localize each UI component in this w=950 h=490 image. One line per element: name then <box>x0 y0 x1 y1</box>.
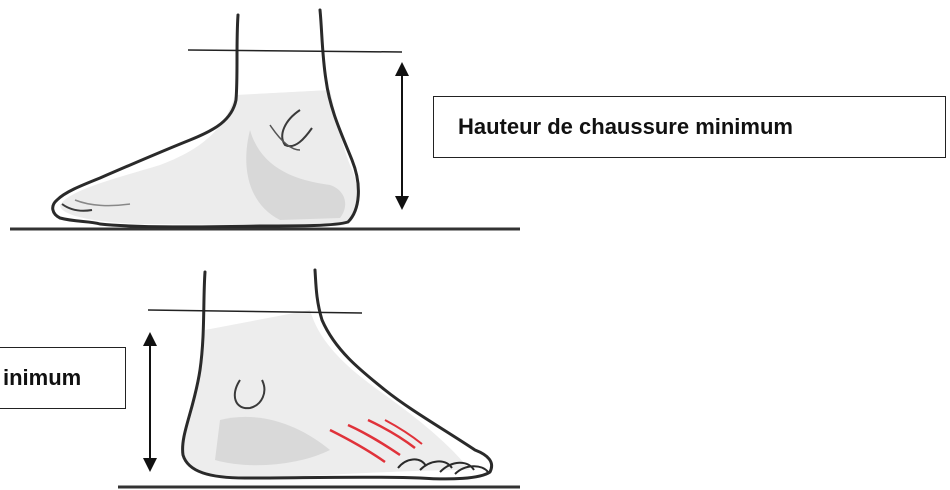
label-top-text: Hauteur de chaussure minimum <box>458 114 793 140</box>
label-min-shoe-height-top: Hauteur de chaussure minimum <box>433 96 946 158</box>
bottom-double-arrow-icon <box>143 332 157 472</box>
top-double-arrow-icon <box>395 62 409 210</box>
label-bottom-text: inimum <box>3 365 81 391</box>
top-height-line <box>188 50 402 52</box>
label-min-shoe-height-bottom: inimum <box>0 347 126 409</box>
bottom-height-line <box>148 310 362 313</box>
bottom-foot-illustration <box>118 270 520 487</box>
